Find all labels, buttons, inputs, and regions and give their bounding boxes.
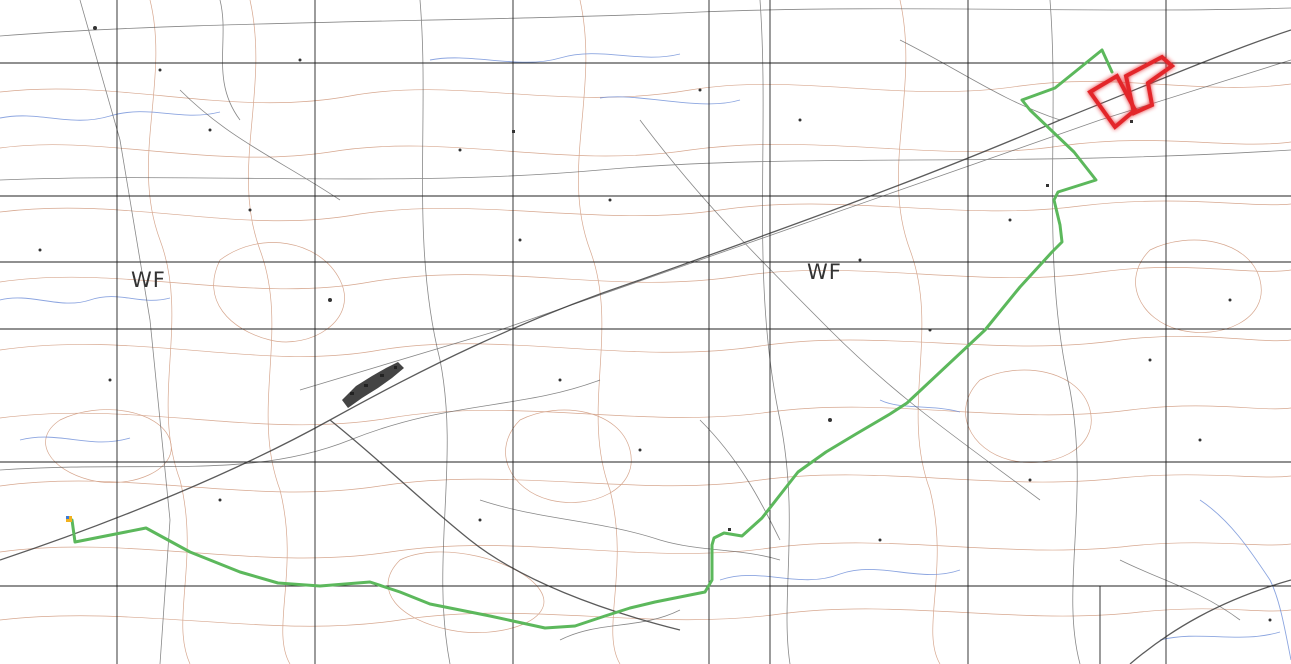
project-parcels[interactable] xyxy=(1087,54,1176,130)
cable-route-line[interactable] xyxy=(70,48,1114,630)
parcel-east[interactable] xyxy=(1123,54,1176,116)
map-symbols xyxy=(38,26,1272,622)
water-courses xyxy=(0,53,1291,661)
main-roads xyxy=(0,29,1291,664)
wf-label-west: WF xyxy=(131,268,166,292)
wf-label-east: WF xyxy=(807,260,842,284)
town-built-up-area xyxy=(342,362,404,408)
route-start-marker[interactable] xyxy=(66,516,72,522)
